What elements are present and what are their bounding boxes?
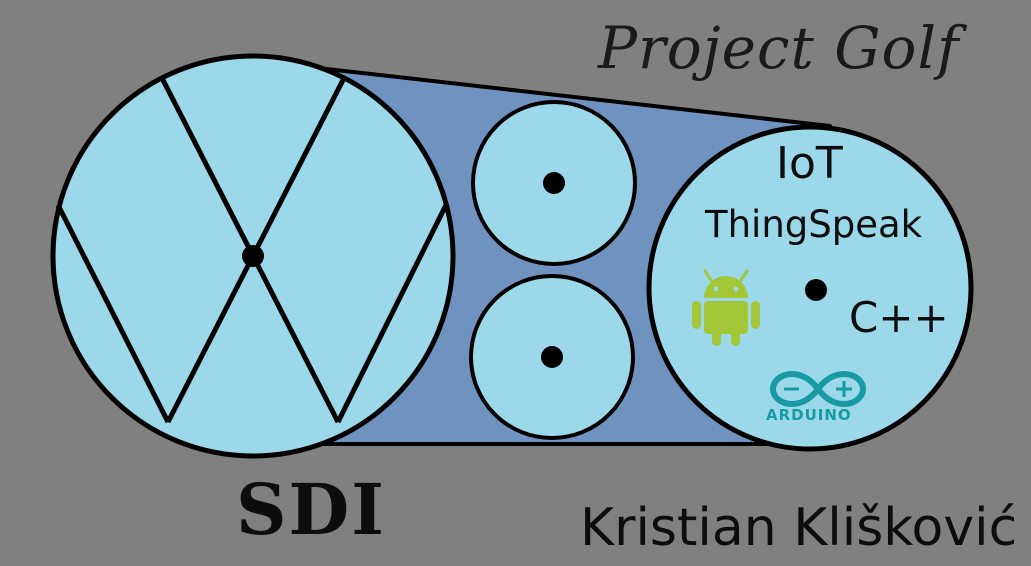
author-name: Kristian Klišković	[580, 498, 1018, 558]
right-wheel	[646, 124, 974, 452]
small-wheel-bottom-hub	[541, 346, 563, 368]
android-icon	[692, 269, 760, 346]
cpp-label: C++	[849, 293, 949, 342]
small-wheel-bottom	[469, 274, 635, 440]
arduino-label: ARDUINO	[766, 406, 852, 424]
small-wheel-top-hub	[543, 172, 565, 194]
large-wheel-hub	[242, 245, 264, 267]
iot-label: IoT	[776, 138, 843, 189]
spoke	[335, 203, 449, 424]
spoke	[55, 203, 171, 424]
large-wheel	[50, 53, 456, 459]
small-wheel-top	[471, 100, 637, 266]
project-title: Project Golf	[598, 14, 960, 82]
right-wheel-hub	[805, 279, 827, 301]
sdi-logo: SDI	[236, 468, 386, 551]
arduino-icon	[769, 370, 867, 408]
thingspeak-label: ThingSpeak	[705, 203, 923, 246]
